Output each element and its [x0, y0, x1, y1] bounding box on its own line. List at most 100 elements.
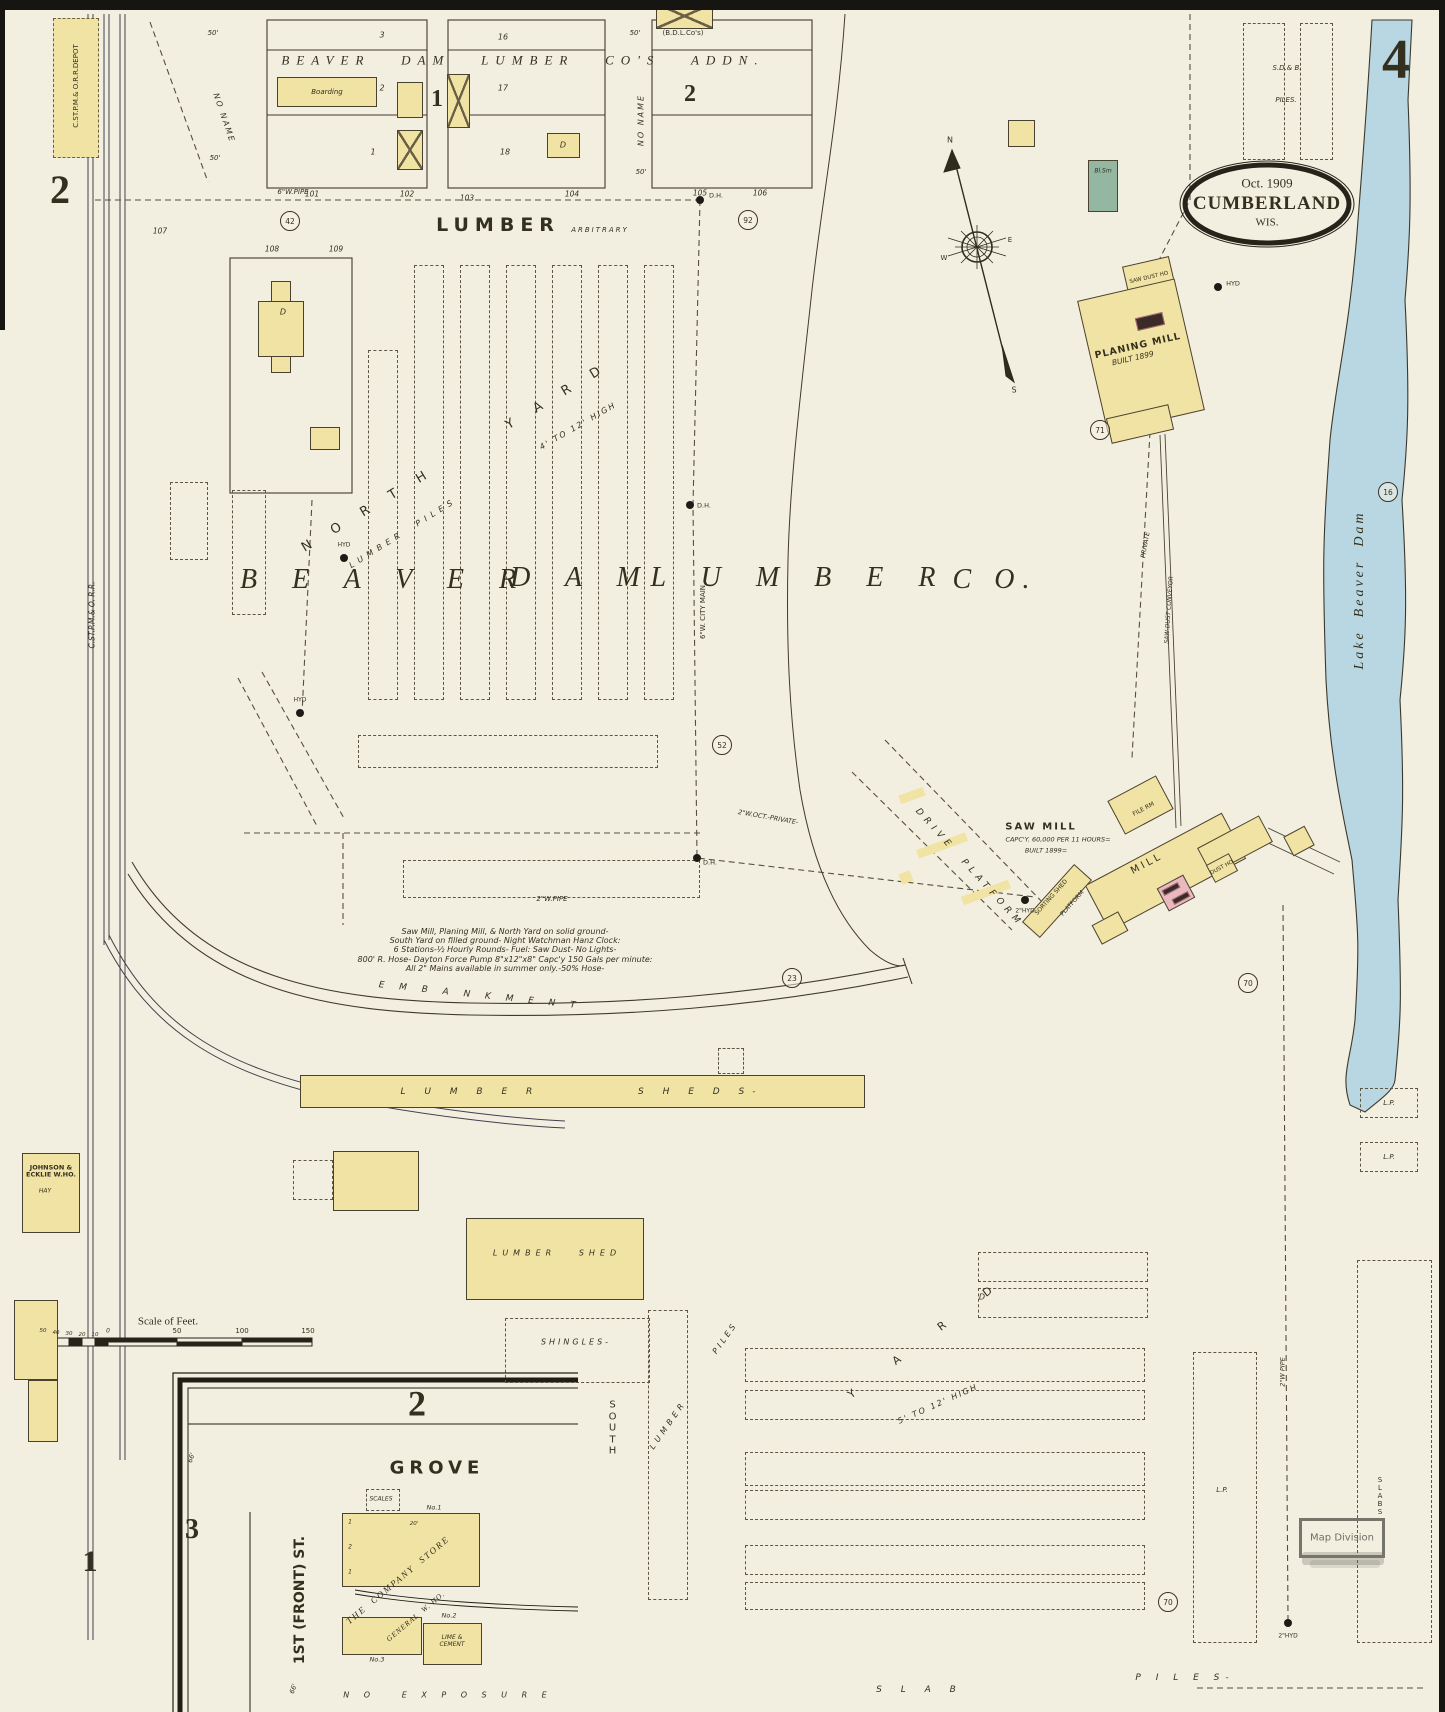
photo-edge-top: [0, 0, 1445, 10]
lumber-pile: [745, 1490, 1145, 1520]
block-outlines: [229, 19, 813, 494]
lot-number: 108: [264, 244, 280, 254]
sawmill-built: BUILT 1899=: [1024, 846, 1068, 855]
depot-label: C.ST.P.M.& O.R.R.DEPOT: [71, 44, 80, 128]
photo-edge-left: [0, 0, 5, 330]
circled-number: 23: [782, 968, 802, 988]
drain-hydrant-label: D.H.: [709, 191, 723, 200]
company-name: B E A V E R: [239, 563, 531, 595]
story-count: 1: [348, 1568, 352, 1576]
company-name: C O.: [952, 563, 1038, 595]
street-name: NO NAME: [636, 93, 646, 147]
pipe-label: 2"W PIPE: [1278, 1357, 1287, 1387]
circled-number: 16: [1378, 482, 1398, 502]
lake-water: [1323, 19, 1413, 1113]
slab-pile: [1300, 23, 1333, 160]
slab-pile: [1357, 1260, 1432, 1643]
dimension: 50': [207, 28, 219, 37]
compass-s: S: [1011, 385, 1017, 395]
warehouse-label: JOHNSON & ECKLIE W.HO.: [26, 1163, 76, 1179]
street-name: GROVE: [389, 1457, 485, 1479]
dimension: 50': [635, 167, 647, 176]
lumber-pile: [414, 265, 444, 700]
circled-number: 52: [712, 735, 732, 755]
hydrant-dot: [686, 501, 694, 509]
scale-tick: 100: [235, 1326, 249, 1335]
lot-number: 17: [497, 83, 509, 93]
lot-number: 106: [752, 188, 768, 198]
piles-label: S.D.& B.: [1272, 63, 1302, 72]
title-oval: [1179, 160, 1355, 248]
lumber-pile: [1360, 1142, 1418, 1172]
dimension: 50': [629, 28, 641, 37]
shoreline: [787, 13, 906, 967]
company-name: D A M: [510, 561, 654, 593]
lumber-pile: [718, 1048, 744, 1074]
hydrant-dot: [1021, 896, 1029, 904]
lumber-pile: [745, 1545, 1145, 1575]
lot-number: 18: [499, 147, 511, 157]
lumber-pile: [978, 1252, 1148, 1282]
lumber-pile: [644, 265, 674, 700]
scale-tick: 10: [91, 1331, 99, 1338]
shingles-pile: [505, 1318, 650, 1383]
title-state: WIS.: [1255, 216, 1279, 229]
scale-title: Scale of Feet.: [137, 1315, 199, 1328]
dwelling-label: D: [559, 140, 567, 150]
lot-number: 107: [152, 226, 168, 236]
sawmill-capacity: CAPC'Y. 60,000 PER 11 HOURS=: [1005, 835, 1111, 844]
depot-building: [53, 18, 99, 158]
stamp-text: Map Division: [1310, 1532, 1374, 1544]
fire-protection-notes: Saw Mill, Planing Mill, & North Yard on …: [357, 927, 653, 973]
section-number: 3: [185, 1513, 199, 1545]
building: [14, 1300, 58, 1380]
block-number: 1: [431, 86, 443, 113]
inset-border: [172, 1372, 579, 1712]
house: [397, 82, 423, 118]
conveyor-lines: [1159, 433, 1341, 875]
circled-number: 70: [1238, 973, 1258, 993]
hydrant-label: HYD: [337, 541, 351, 549]
circled-number: 92: [738, 210, 758, 230]
exposure-note: N O E X P O S U R E: [343, 1690, 553, 1700]
title-city: CUMBERLAND: [1192, 193, 1342, 215]
scale-bar: [42, 1337, 313, 1347]
dwelling-label: D: [978, 1292, 986, 1302]
house: [446, 74, 470, 128]
boarding-house: [277, 77, 377, 107]
lot-number: 104: [564, 189, 580, 199]
railroad-tracks: [87, 14, 566, 1640]
hydrant-dot: [1284, 1619, 1292, 1627]
lot-number: 102: [399, 189, 415, 199]
building-number: No.1: [426, 1503, 442, 1512]
building-label: (B.D.L.Co's): [662, 28, 704, 37]
building-number: No.3: [369, 1655, 385, 1664]
building-label: LIME & CEMENT: [439, 1634, 465, 1648]
scale-tick: 150: [301, 1326, 315, 1335]
lot-number: 103: [459, 193, 475, 203]
section-number: 2: [50, 167, 70, 212]
lumber-pile: [1360, 1088, 1418, 1118]
company-name: L U M B E R: [650, 561, 950, 593]
warehouse-contents: HAY: [38, 1187, 52, 1195]
lumber-pile: [170, 482, 208, 560]
pipes-and-dashed-streets: [95, 14, 1425, 1689]
hydrant-dot: [696, 196, 704, 204]
lumber-pile: [745, 1348, 1145, 1382]
compass-n: N: [947, 135, 953, 145]
section-number: 1: [82, 1544, 98, 1578]
blacksmith-shop: [1088, 160, 1118, 212]
addition-name: BEAVER DAM LUMBER CO'S ADDN.: [281, 52, 765, 68]
house: [397, 130, 423, 170]
scale-tick: 30: [65, 1330, 73, 1337]
lumber-pile: [745, 1390, 1145, 1420]
lot-number: 101: [304, 189, 320, 199]
section-number: 2: [408, 1383, 426, 1424]
building-label: Boarding: [311, 87, 343, 96]
dwelling-label: D: [279, 307, 287, 317]
pipe-label: 2"W.PIPE: [536, 894, 568, 903]
lumber-piles-abbrev: L.P.: [1383, 1152, 1395, 1161]
lumber-pile: [745, 1582, 1145, 1610]
hydrant-dot: [340, 554, 348, 562]
